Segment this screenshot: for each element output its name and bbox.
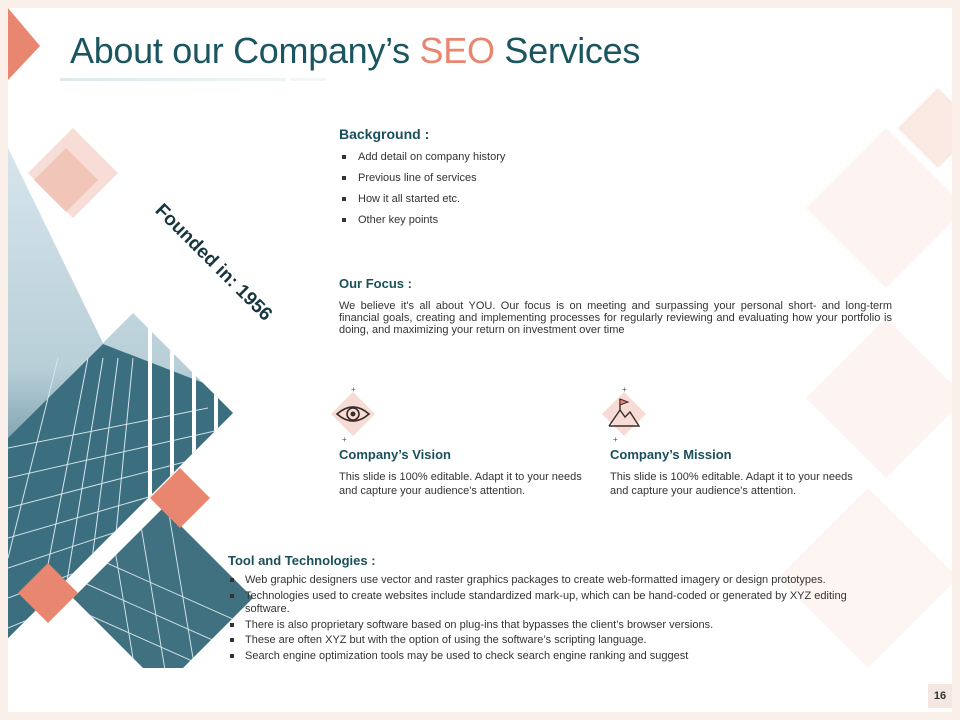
page-title: About our Company’s SEO Services — [70, 30, 641, 71]
title-underline — [60, 78, 286, 81]
background-decoration — [778, 88, 952, 668]
list-item: Other key points — [340, 214, 860, 227]
list-item: There is also proprietary software based… — [228, 619, 868, 633]
mountain-flag-icon: + + — [602, 385, 646, 444]
svg-text:+: + — [342, 435, 347, 444]
eye-icon: + + — [331, 385, 375, 444]
building-hero-image — [8, 128, 253, 668]
focus-text: We believe it's all about YOU. Our focus… — [339, 300, 892, 336]
tools-list: Web graphic designers use vector and ras… — [228, 574, 868, 665]
list-item: Add detail on company history — [340, 151, 860, 164]
list-item: How it all started etc. — [340, 193, 860, 206]
mission-title: Company’s Mission — [610, 447, 732, 462]
list-item: Web graphic designers use vector and ras… — [228, 574, 868, 588]
page-number: 16 — [928, 684, 952, 708]
svg-text:+: + — [351, 385, 356, 394]
tools-heading: Tool and Technologies : — [228, 553, 376, 568]
background-heading: Background : — [339, 126, 430, 142]
list-item: Technologies used to create websites inc… — [228, 590, 868, 617]
title-underline-accent — [290, 78, 326, 81]
background-list: Add detail on company history Previous l… — [340, 151, 860, 235]
svg-text:+: + — [622, 385, 627, 394]
list-item: Search engine optimization tools may be … — [228, 650, 868, 664]
vision-title: Company’s Vision — [339, 447, 451, 462]
mission-text: This slide is 100% editable. Adapt it to… — [610, 471, 853, 497]
list-item: These are often XYZ but with the option … — [228, 634, 868, 648]
slide: About our Company’s SEO Services — [8, 8, 952, 712]
svg-text:+: + — [613, 435, 618, 444]
focus-heading: Our Focus : — [339, 276, 412, 291]
corner-triangle — [8, 8, 40, 80]
vision-text: This slide is 100% editable. Adapt it to… — [339, 471, 582, 497]
list-item: Previous line of services — [340, 172, 860, 185]
